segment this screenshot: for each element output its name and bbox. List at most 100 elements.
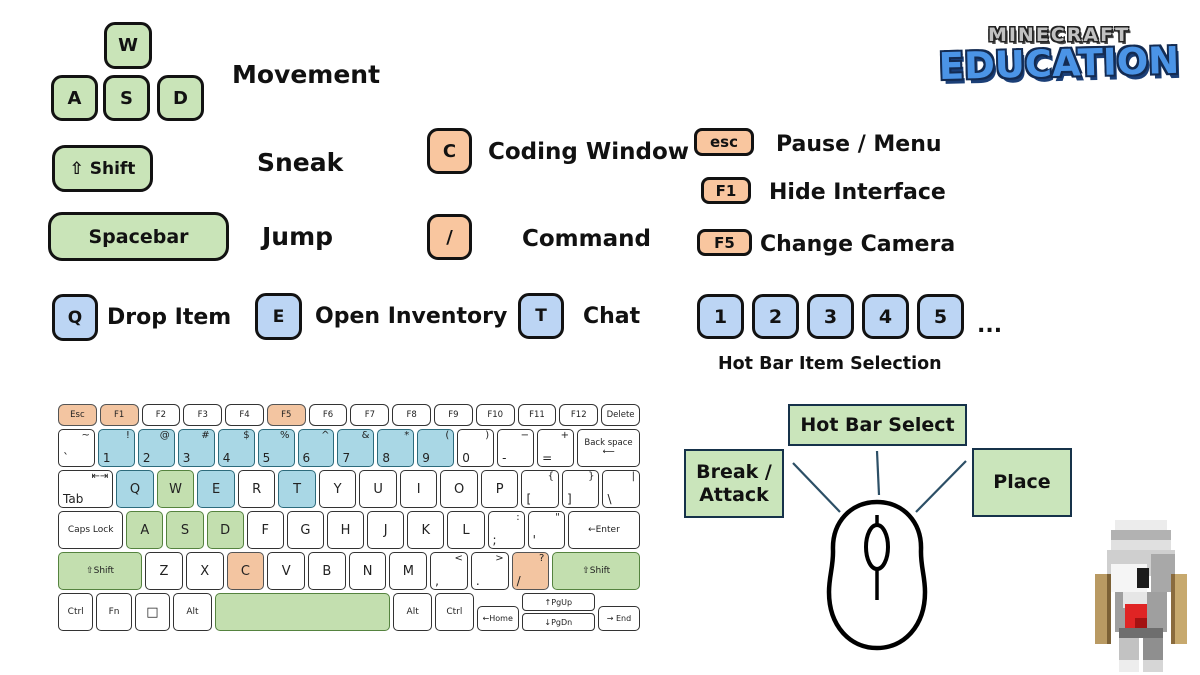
kb-key-r: R bbox=[237, 470, 276, 508]
kb-key-f: F bbox=[246, 511, 284, 549]
keyboard-row-2: ~`!1@2#3$4%5^6&7*8(9)0−-+=Back space⟵ bbox=[58, 429, 641, 467]
key-f1: F1 bbox=[701, 177, 751, 204]
key-d: D bbox=[157, 75, 204, 121]
kb-key-ctrl: Ctrl bbox=[58, 593, 94, 631]
kb-key-0: )0 bbox=[457, 429, 495, 467]
kb-key-r6-3: □ bbox=[134, 593, 171, 631]
key-f5: F5 bbox=[697, 229, 752, 256]
kb-key-b: B bbox=[308, 552, 346, 590]
coding-window-label: Coding Window bbox=[488, 139, 690, 165]
kb-key-alt: Alt bbox=[393, 593, 432, 631]
kb-key-f1: F1 bbox=[99, 404, 139, 426]
key-hotbar-2: 2 bbox=[752, 294, 799, 339]
kb-key-f5: F5 bbox=[266, 404, 306, 426]
callout-line-left bbox=[792, 462, 841, 513]
kb-key-r5-10: >. bbox=[470, 552, 509, 590]
pause-menu-label: Pause / Menu bbox=[776, 132, 942, 157]
kb-key-space bbox=[214, 593, 391, 631]
kb-key-enter: ←Enter bbox=[567, 511, 641, 549]
kb-key-9: (9 bbox=[417, 429, 455, 467]
kb-key-j: J bbox=[367, 511, 405, 549]
kb-key-1: !1 bbox=[97, 429, 135, 467]
kb-key-a: A bbox=[126, 511, 164, 549]
kb-key-r5-9: <, bbox=[430, 552, 468, 590]
kb-key-capslock: Caps Lock bbox=[58, 511, 124, 549]
kb-key-r5-11: ?/ bbox=[511, 552, 550, 590]
kb-key-r4-12: "' bbox=[527, 511, 565, 549]
hot-bar-select-box: Hot Bar Select bbox=[788, 404, 967, 446]
kb-key-r2-12: −- bbox=[497, 429, 535, 467]
kb-key-i: I bbox=[399, 470, 438, 508]
key-t: T bbox=[518, 293, 564, 339]
kb-key-u: U bbox=[359, 470, 397, 508]
hotbar-ellipsis: ... bbox=[977, 313, 1003, 338]
kb-key-r3-12: {[ bbox=[521, 470, 559, 508]
kb-key-x: X bbox=[185, 552, 224, 590]
key-shift: ⇧ Shift bbox=[52, 145, 153, 192]
kb-key-home: ←Home bbox=[476, 606, 519, 631]
kb-key-f3: F3 bbox=[183, 404, 223, 426]
hotbar-selection-label: Hot Bar Item Selection bbox=[718, 354, 942, 374]
break-attack-line2: Attack bbox=[699, 483, 769, 506]
key-s: S bbox=[103, 75, 150, 121]
kb-key-5: %5 bbox=[257, 429, 295, 467]
kb-key-f12: F12 bbox=[559, 404, 599, 426]
kb-key-n: N bbox=[348, 552, 387, 590]
key-a: A bbox=[51, 75, 98, 121]
kb-key-e: E bbox=[197, 470, 235, 508]
kb-key-t: T bbox=[278, 470, 316, 508]
kb-key-d: D bbox=[206, 511, 244, 549]
place-box: Place bbox=[972, 448, 1072, 517]
kb-key-g: G bbox=[286, 511, 324, 549]
kb-key-y: Y bbox=[318, 470, 357, 508]
callout-line-middle bbox=[875, 450, 881, 496]
agent-sprite bbox=[1095, 520, 1187, 672]
kb-key-alt: Alt bbox=[173, 593, 212, 631]
kb-key-l: L bbox=[447, 511, 485, 549]
kb-key-f7: F7 bbox=[350, 404, 390, 426]
kb-key-k: K bbox=[407, 511, 445, 549]
kb-key-pgdn: ↓PgDn bbox=[521, 613, 595, 631]
jump-label: Jump bbox=[262, 222, 334, 251]
drop-item-label: Drop Item bbox=[107, 305, 232, 330]
kb-key-shift: ⇧Shift bbox=[58, 552, 143, 590]
kb-key-tab: ⇤⇥Tab bbox=[58, 470, 114, 508]
kb-key-f8: F8 bbox=[392, 404, 432, 426]
kb-key-4: $4 bbox=[217, 429, 255, 467]
kb-key-q: Q bbox=[116, 470, 154, 508]
key-hotbar-5: 5 bbox=[917, 294, 964, 339]
key-e: E bbox=[255, 293, 302, 340]
kb-key-c: C bbox=[226, 552, 265, 590]
kb-key-f9: F9 bbox=[434, 404, 473, 426]
kb-key-fn: Fn bbox=[96, 593, 132, 631]
kb-key-f2: F2 bbox=[141, 404, 181, 426]
key-hotbar-4: 4 bbox=[862, 294, 909, 339]
sneak-label: Sneak bbox=[257, 148, 344, 177]
chat-label: Chat bbox=[583, 304, 641, 329]
kb-key-h: H bbox=[326, 511, 365, 549]
break-attack-line1: Break / bbox=[696, 460, 772, 483]
kb-key-8: *8 bbox=[377, 429, 415, 467]
callout-line-right bbox=[915, 460, 967, 513]
mouse-icon bbox=[792, 450, 967, 651]
kb-key-f10: F10 bbox=[475, 404, 515, 426]
key-q: Q bbox=[52, 294, 98, 341]
kb-key-r3-13: }] bbox=[561, 470, 600, 508]
key-w: W bbox=[104, 22, 152, 69]
command-label: Command bbox=[522, 226, 651, 252]
open-inventory-label: Open Inventory bbox=[315, 304, 508, 329]
kb-key-2: @2 bbox=[137, 429, 175, 467]
kb-key-w: W bbox=[156, 470, 195, 508]
kb-key-m: M bbox=[389, 552, 428, 590]
kb-key-pgup: ↑PgUp bbox=[521, 593, 595, 611]
kb-key-ctrl: Ctrl bbox=[434, 593, 474, 631]
kb-key-6: ^6 bbox=[297, 429, 335, 467]
kb-key-r4-11: :; bbox=[487, 511, 525, 549]
